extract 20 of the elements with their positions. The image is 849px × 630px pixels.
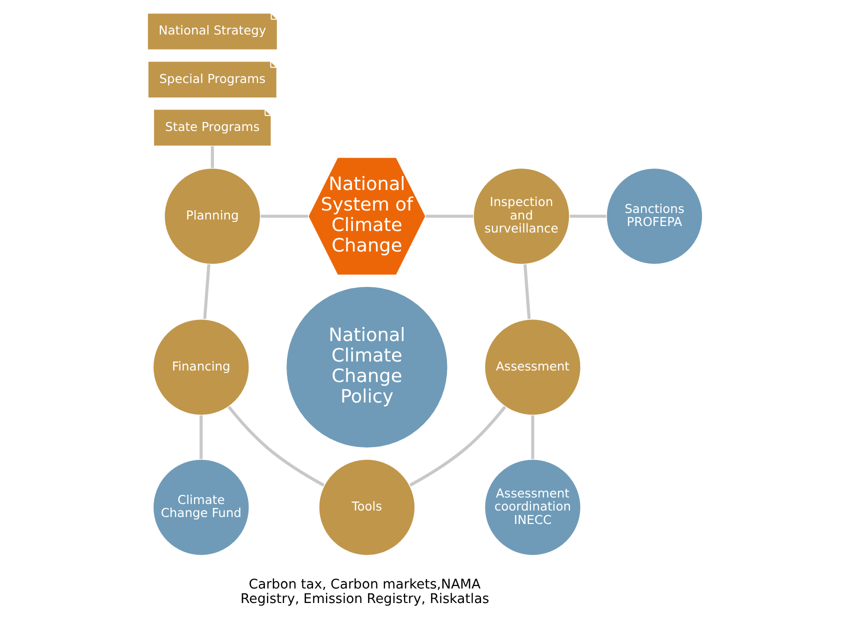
- connector: [408, 405, 506, 486]
- connector: [199, 414, 202, 458]
- connector: [522, 264, 530, 318]
- node-circle: Tools: [318, 458, 416, 556]
- connector: [530, 414, 534, 458]
- node-circle: Financing: [152, 318, 250, 416]
- connector: [260, 214, 308, 218]
- node-circle: Assessment: [484, 318, 581, 416]
- connector: [569, 214, 606, 218]
- node-circle: Assessment coordination INECC: [484, 458, 581, 556]
- node-circle: Planning: [163, 167, 260, 264]
- node-circle: Sanctions PROFEPA: [605, 167, 703, 264]
- node-circle: National Climate Change Policy: [285, 285, 448, 448]
- node-circle: Inspection and surveillance: [472, 167, 570, 264]
- connector: [425, 214, 473, 218]
- node-label: Carbon tax, Carbon markets,NAMA Registry, Emission Registry, Riskatlas: [240, 577, 489, 606]
- connector: [210, 146, 214, 168]
- node-circle: Climate Change Fund: [152, 458, 250, 556]
- connector: [227, 405, 324, 486]
- connector: [202, 264, 210, 318]
